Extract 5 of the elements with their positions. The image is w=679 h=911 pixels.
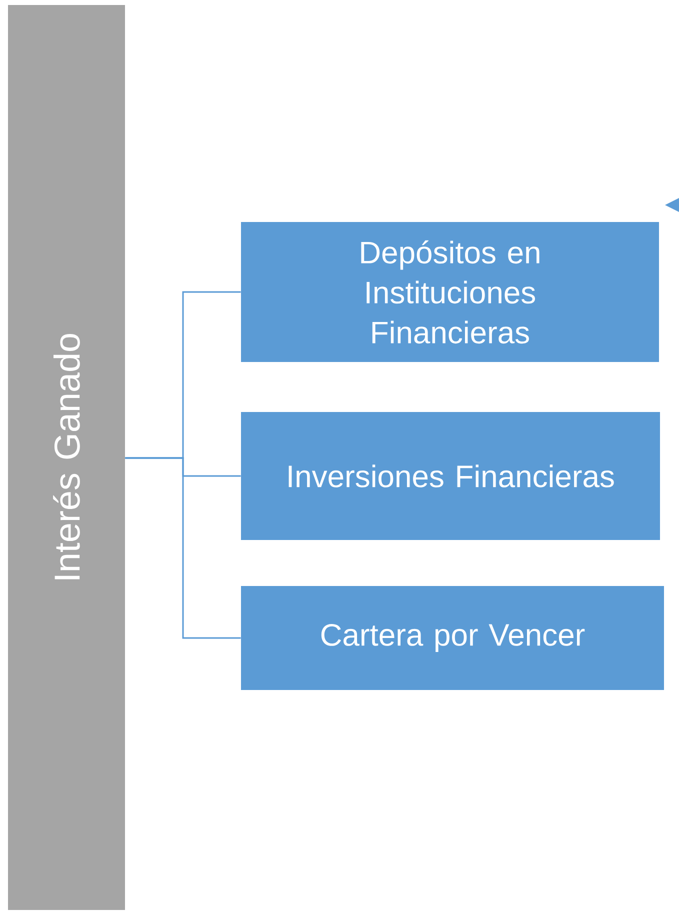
item-box: Inversiones Financieras [241,412,660,540]
item-box: Cartera por Vencer [241,586,664,690]
connector-line [125,457,241,639]
item-box: Depósitos en Instituciones Financieras [241,222,659,362]
category-band: Interés Ganado [8,5,125,910]
